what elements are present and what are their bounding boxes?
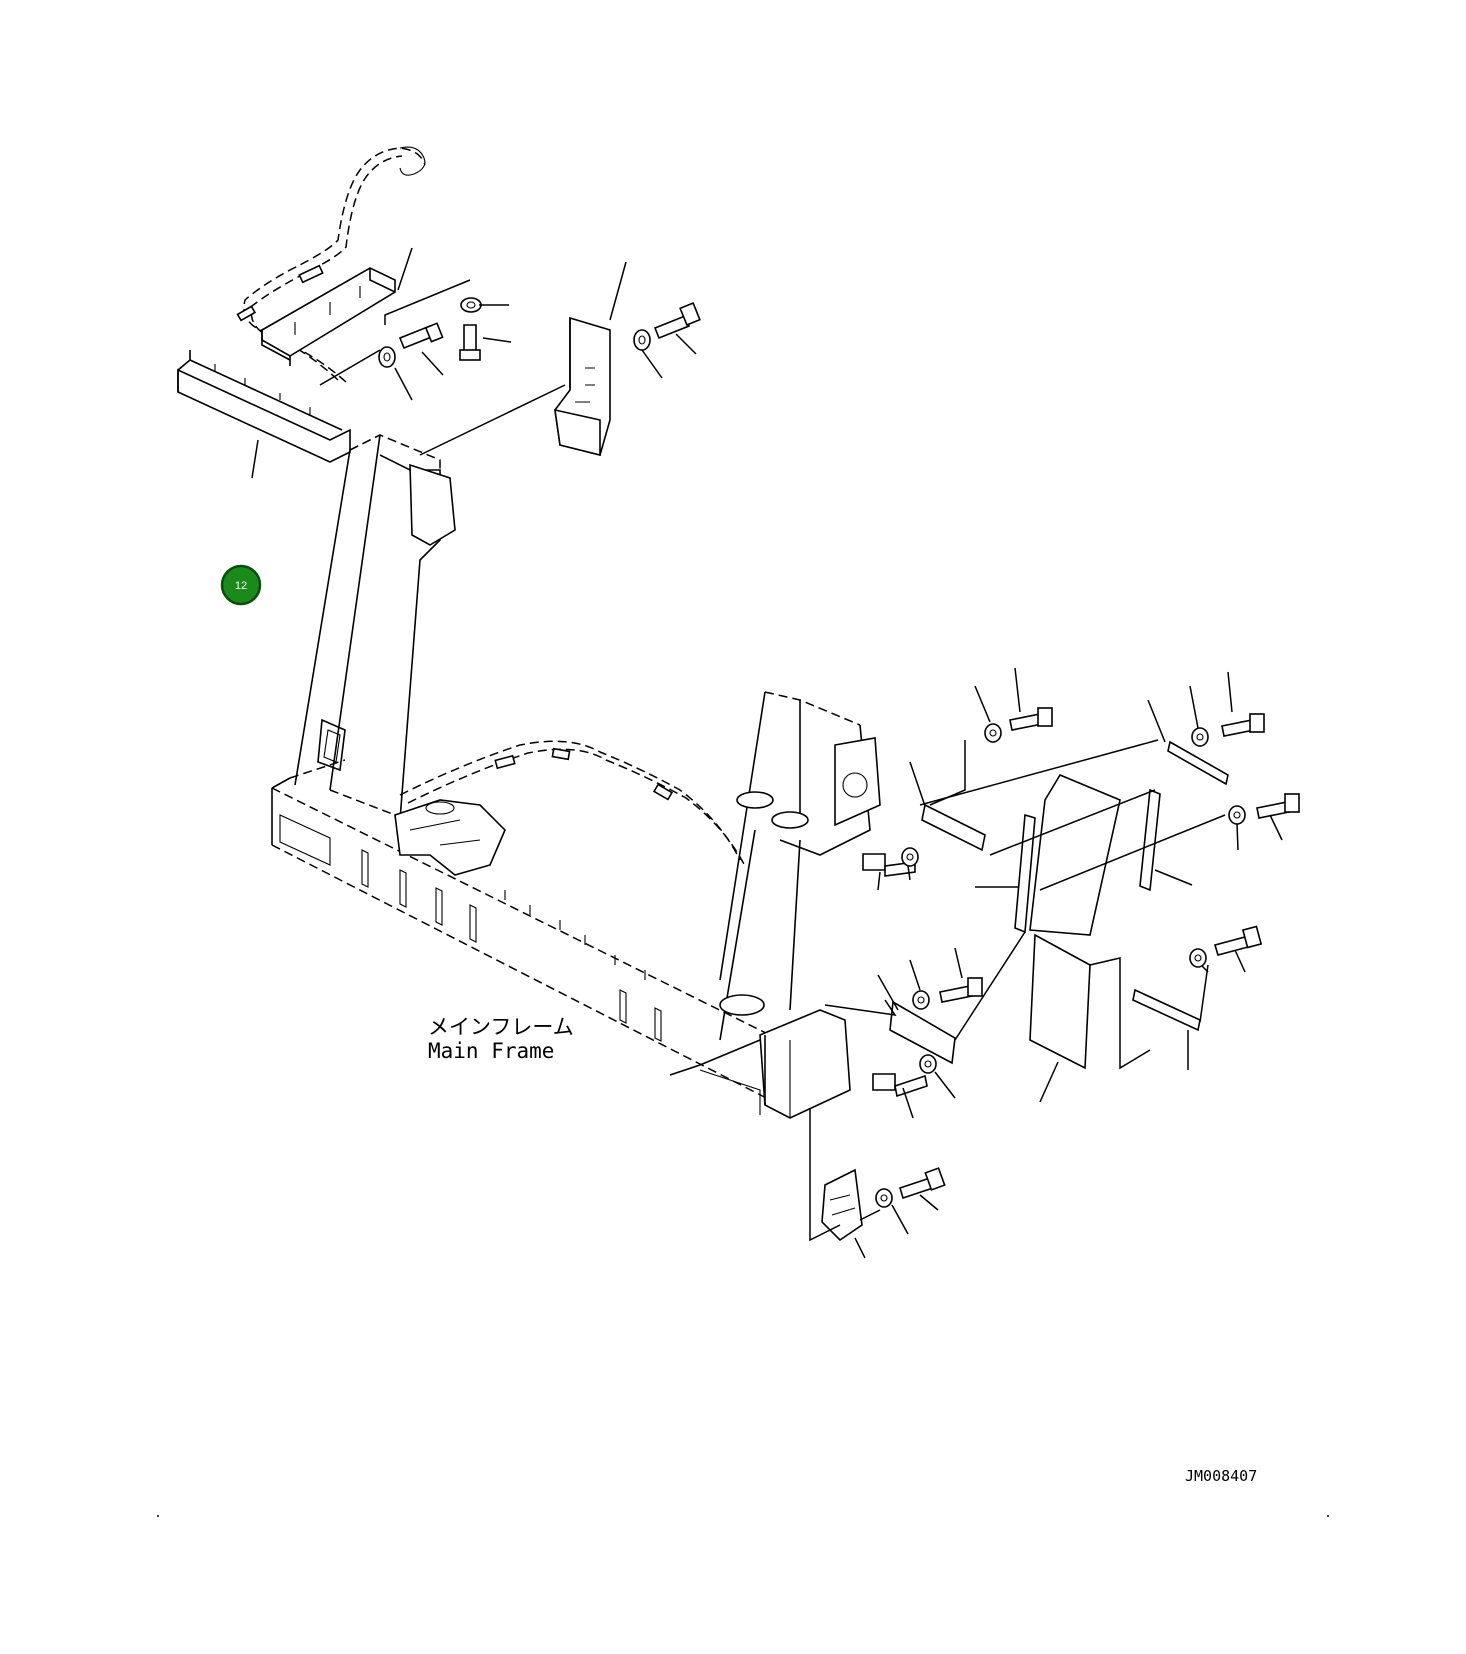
bolt-4 <box>1009 707 1053 731</box>
strap-plate-2 <box>1167 740 1229 786</box>
corner-mark-right <box>1327 1515 1329 1517</box>
washer-4 <box>984 723 1002 743</box>
main-frame-label-en: Main Frame <box>428 1039 554 1063</box>
bolt-1 <box>398 322 444 350</box>
strip-bracket-2 <box>1139 788 1161 892</box>
strap-plate-1 <box>921 803 986 852</box>
washer-3 <box>633 329 651 351</box>
washer-11 <box>875 1188 893 1208</box>
badge-circle[interactable] <box>220 564 262 606</box>
leader-lines <box>251 247 1283 1259</box>
wire-harness-center <box>399 740 747 869</box>
corner-mark-left <box>157 1515 159 1517</box>
washer-7 <box>901 847 919 867</box>
washer-8 <box>1189 948 1207 968</box>
main-frame-label: メインフレーム Main Frame <box>428 1015 574 1063</box>
washer-10 <box>919 1054 937 1074</box>
badge-number: 12 <box>235 580 247 592</box>
washer-6 <box>1228 805 1246 825</box>
strap-plate-4 <box>889 1000 956 1065</box>
strap-plate-3 <box>1132 988 1201 1032</box>
cover-plate-upper <box>554 316 611 457</box>
corner-bracket-lower <box>821 1168 863 1242</box>
side-plate-large <box>1029 773 1121 936</box>
bolt-3 <box>653 301 701 340</box>
bolt-9 <box>939 977 983 1003</box>
bolt-11 <box>899 1167 946 1200</box>
washer-1 <box>378 346 396 368</box>
washer-9 <box>912 990 930 1010</box>
angle-bracket-lower <box>177 350 351 463</box>
side-plate-lower <box>1029 933 1091 1070</box>
washer-5 <box>1191 727 1209 747</box>
drawing-code: JM008407 <box>1185 1467 1257 1485</box>
bolt-8 <box>1213 925 1263 956</box>
fasteners <box>378 297 1300 1208</box>
bolt-2 <box>459 324 481 361</box>
main-frame-label-jp: メインフレーム <box>428 1015 574 1039</box>
harness-tray-bracket <box>261 267 396 366</box>
washer-2 <box>460 297 482 313</box>
callout-badge[interactable]: 12 <box>220 564 262 606</box>
main-frame <box>271 434 881 1119</box>
bolt-6 <box>1256 793 1300 819</box>
bolt-10 <box>872 1073 928 1098</box>
bolt-5 <box>1221 713 1265 737</box>
